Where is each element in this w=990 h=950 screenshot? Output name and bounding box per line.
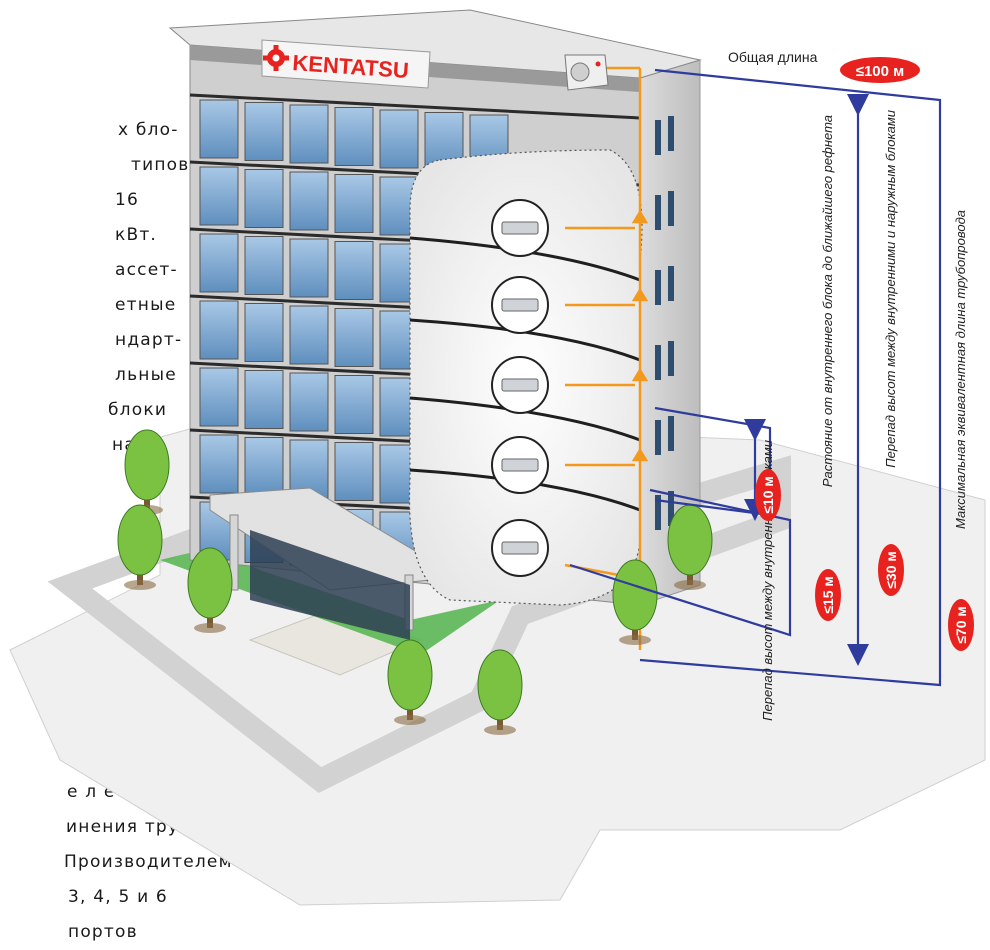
measurement-value: ≤15 м [820, 576, 836, 614]
intro-line: типов [131, 155, 190, 175]
total-length-value: ≤100 м [856, 63, 905, 80]
window-pane [244, 370, 284, 429]
measurement-text: Максимальная эквивалентная длина трубопр… [953, 210, 968, 529]
window-pane [334, 375, 374, 434]
indoor-unit-icon [491, 356, 549, 414]
indoor-unit-icon [491, 276, 549, 334]
tree-icon [477, 649, 523, 735]
intro-line: льные [115, 365, 177, 385]
side-window [655, 345, 661, 380]
tree-icon [187, 547, 233, 633]
window-pane [289, 305, 329, 365]
measurement-value: ≤10 м [760, 476, 776, 514]
window-pane [289, 372, 329, 432]
window-pane [244, 303, 284, 362]
side-window [668, 191, 674, 226]
total-length-label: Общая длина [728, 49, 818, 65]
bottom-line: инения труб [66, 817, 191, 837]
measurement-badge: ≤10 м [755, 469, 781, 521]
floor-band [189, 93, 641, 120]
side-window [655, 120, 661, 155]
intro-line: х бло- [118, 120, 179, 140]
indoor-unit-icon [491, 199, 549, 257]
window-pane [289, 104, 329, 164]
measurements: Перепад высот между внутренними блоками≤… [755, 110, 974, 721]
measurement-badge: ≤15 м [815, 569, 841, 621]
window-pane [199, 434, 239, 494]
measurement-value: ≤70 м [953, 606, 969, 644]
side-window [668, 341, 674, 376]
intro-line: 16 кВт. [115, 190, 158, 245]
window-pane [199, 300, 239, 360]
indoor-unit-icon [491, 519, 549, 577]
side-window [668, 416, 674, 451]
measurement-badge: ≤30 м [878, 544, 904, 596]
brand-sign: KENTATSU [261, 39, 431, 89]
side-window [655, 420, 661, 455]
window-pane [244, 102, 284, 161]
side-window [655, 270, 661, 305]
outdoor-unit [564, 54, 609, 91]
side-window [655, 195, 661, 230]
window-pane [244, 437, 284, 496]
intro-line: ассет- [115, 260, 178, 280]
dimension-lines [569, 68, 942, 687]
window-pane [334, 241, 374, 300]
trees [117, 429, 713, 735]
window-pane [199, 367, 239, 427]
indoor-unit-icon [491, 436, 549, 494]
intro-line: етные [115, 295, 177, 315]
measurement-badge: ≤70 м [948, 599, 974, 651]
side-window [668, 491, 674, 526]
building-diagram: KENTATSU Общая длина ≤100 м Перепад высо… [9, 9, 986, 906]
window-pane [334, 174, 374, 233]
measurement-text: Перепад высот между внутренними и наружн… [883, 110, 898, 468]
tree-icon [387, 639, 433, 725]
total-length-badge: ≤100 м [840, 57, 920, 83]
window-pane [334, 442, 374, 501]
tree-icon [667, 504, 713, 590]
tree-icon [117, 504, 163, 590]
bottom-line: Производителем [64, 852, 233, 872]
side-window-column [655, 116, 674, 530]
intro-line: ндарт- [115, 330, 183, 350]
window-pane [244, 169, 284, 228]
measurement-text: Растояние от внутреннего блока до ближай… [820, 115, 835, 487]
window-pane [199, 166, 239, 226]
window-pane [289, 238, 329, 298]
side-window [655, 495, 661, 530]
window-pane [334, 107, 374, 166]
side-window [668, 116, 674, 151]
intro-line: блоки [108, 400, 168, 420]
window-pane [334, 308, 374, 367]
window-pane [244, 236, 284, 295]
window-pane [199, 99, 239, 159]
tree-icon [612, 559, 658, 645]
measurement-value: ≤30 м [883, 551, 899, 589]
side-window [668, 266, 674, 301]
indoor-unit-group [491, 199, 549, 577]
window-pane [289, 171, 329, 231]
brand-gear-icon [263, 45, 289, 71]
window-pane [379, 109, 419, 169]
intro-text: х бло- типов 16 кВт. ассет- етные ндарт-… [0, 113, 190, 463]
window-pane [199, 233, 239, 293]
